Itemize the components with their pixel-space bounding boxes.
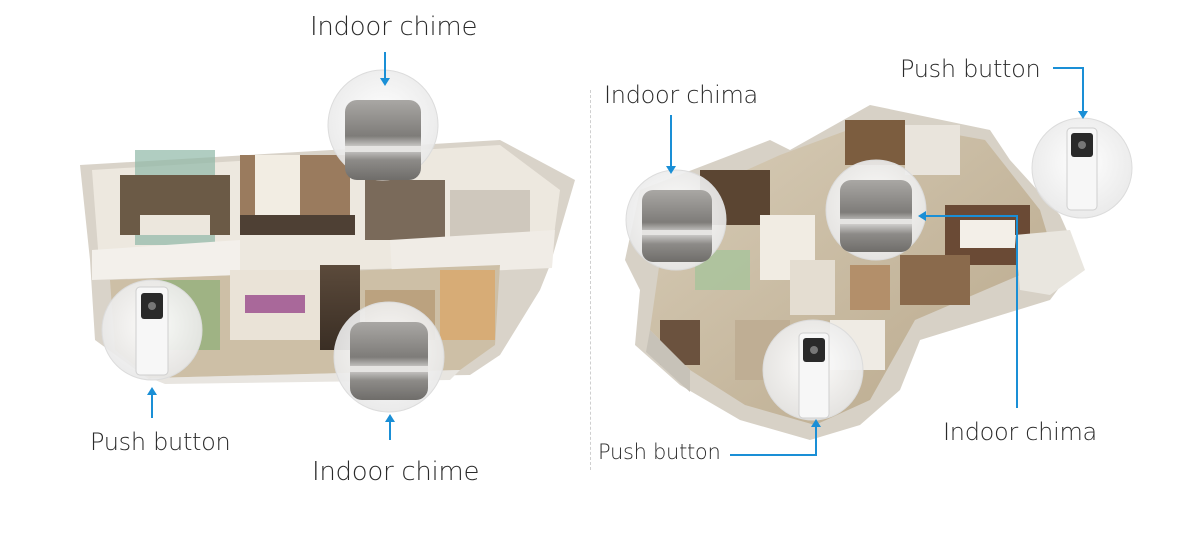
arrow-down-icon <box>1053 67 1084 113</box>
leader-line <box>924 215 1018 408</box>
push-button-icon <box>798 332 830 419</box>
label-indoor-chima-right: Indoor chima <box>943 418 1097 446</box>
indoor-chime-icon <box>350 322 428 400</box>
label-push-button-top: Push button <box>900 55 1041 83</box>
push-button-icon <box>1066 127 1098 211</box>
label-push-button-bottom: Push button <box>598 440 721 464</box>
label-indoor-chime-bottom: Indoor chime <box>312 457 480 487</box>
indoor-chime-icon <box>642 190 712 262</box>
indoor-chime-icon <box>345 100 421 180</box>
indoor-chime-icon <box>840 180 912 252</box>
arrowheads <box>147 78 1088 427</box>
push-button-icon <box>135 286 169 376</box>
label-indoor-chima-left: Indoor chima <box>604 81 758 109</box>
right-house-cutaway <box>625 105 1085 440</box>
leader-lines <box>151 52 1084 456</box>
label-indoor-chime-top: Indoor chime <box>310 12 478 42</box>
arrow-up-icon <box>730 425 817 456</box>
label-push-button-left: Push button <box>90 428 231 456</box>
panel-divider <box>590 90 591 470</box>
